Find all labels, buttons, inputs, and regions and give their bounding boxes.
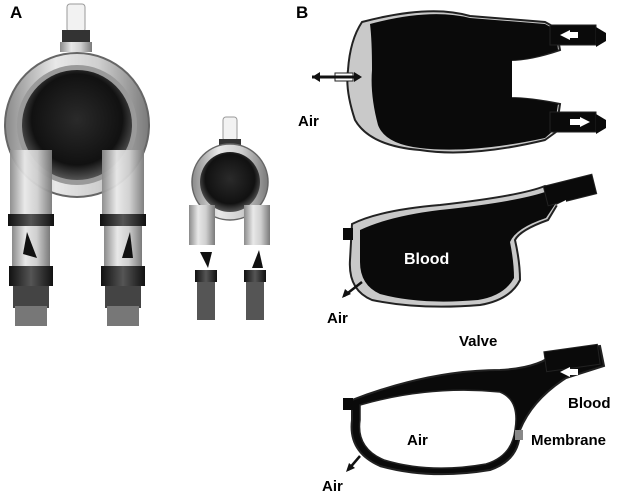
pump-state-mid <box>342 173 598 308</box>
label-air-mid: Air <box>327 310 348 327</box>
pump-state-filled <box>312 10 606 154</box>
panel-a-letter: A <box>10 3 22 22</box>
pump-state-empty <box>343 343 606 476</box>
panel-b <box>312 10 606 476</box>
label-valve: Valve <box>459 333 497 350</box>
label-blood-bottom: Blood <box>568 395 611 412</box>
label-air-bottom: Air <box>322 478 343 495</box>
label-air-inside: Air <box>407 432 428 449</box>
label-membrane: Membrane <box>531 432 606 449</box>
label-air-top: Air <box>298 113 319 130</box>
small-pump <box>189 116 270 320</box>
panel-b-letter: B <box>296 3 308 22</box>
panel-a <box>4 3 270 326</box>
label-blood-mid: Blood <box>404 251 449 268</box>
large-pump <box>4 3 150 326</box>
